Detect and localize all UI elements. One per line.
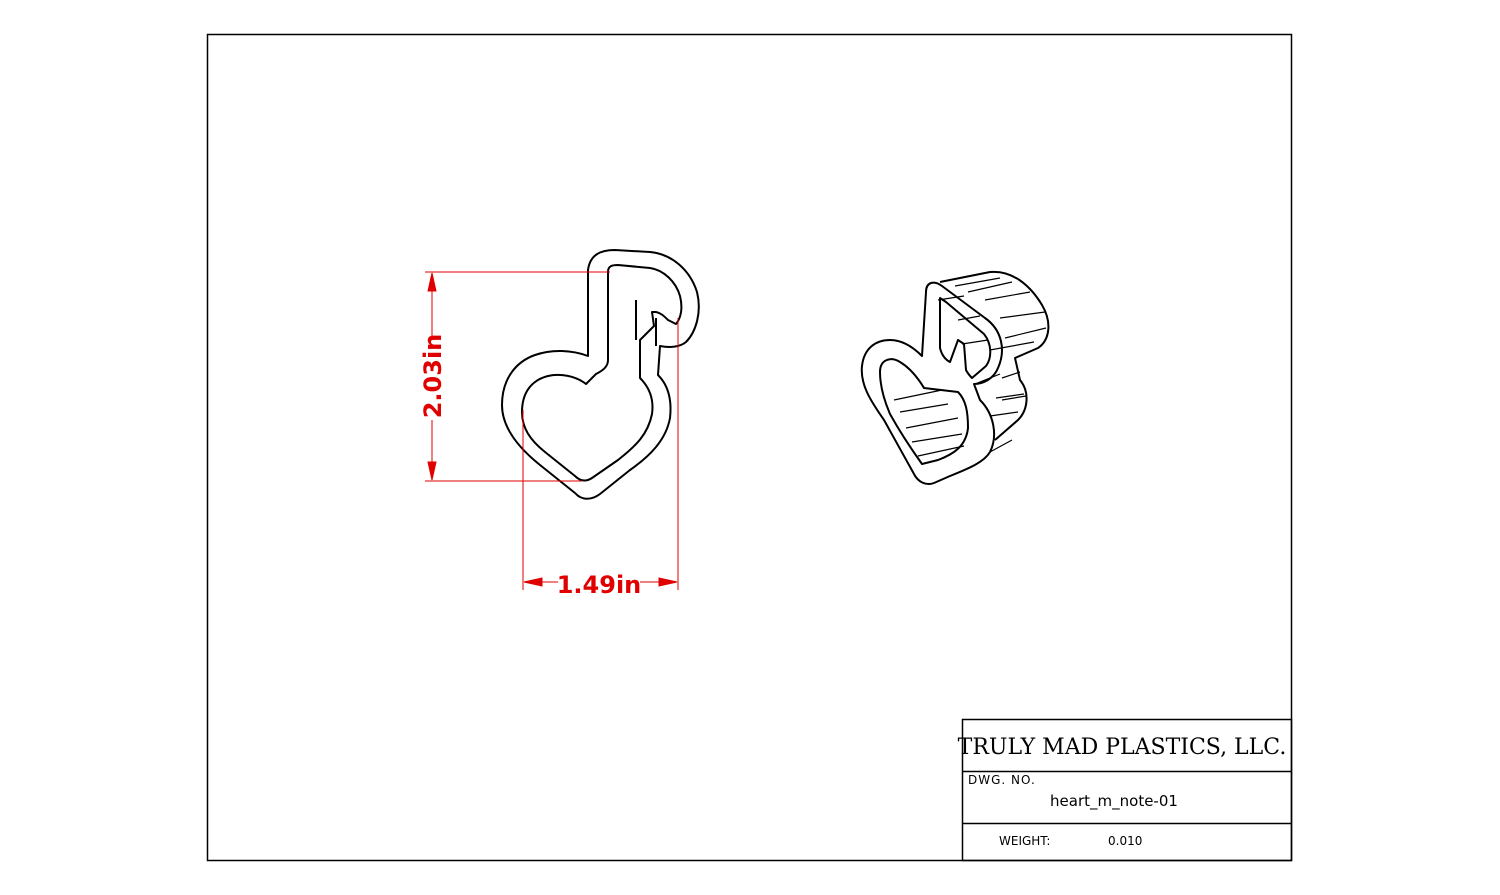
width-arrow-left (523, 577, 543, 587)
front-outer-outline (501, 249, 700, 500)
width-dimension-label: 1.49in (557, 571, 642, 599)
weight-value: 0.010 (1108, 834, 1142, 848)
dimension-group (425, 271, 679, 590)
height-arrow-top (427, 272, 437, 292)
isometric-view (860, 270, 1050, 485)
front-view (501, 249, 700, 500)
iso-inner-wall (893, 295, 989, 457)
front-note-stem (635, 300, 657, 346)
company-name: TRULY MAD PLASTICS, LLC. (958, 735, 1287, 760)
front-inner-outline (521, 264, 683, 482)
title-block-frame (961, 718, 1293, 862)
sheet-border (206, 33, 1293, 862)
iso-back-lines (954, 277, 1047, 417)
height-dimension-label: 2.03in (419, 334, 447, 419)
height-arrow-bottom (427, 461, 437, 481)
weight-label: WEIGHT: (999, 834, 1050, 848)
iso-edge-lines (974, 373, 1027, 453)
iso-front-inner (879, 297, 992, 465)
iso-back-outline (939, 270, 1050, 441)
width-arrow-right (658, 577, 678, 587)
title-block (961, 718, 1293, 862)
dwg-no-label: DWG. NO. (968, 773, 1036, 787)
dwg-no-value: heart_m_note-01 (1050, 792, 1178, 811)
iso-front-outer (860, 281, 1003, 485)
